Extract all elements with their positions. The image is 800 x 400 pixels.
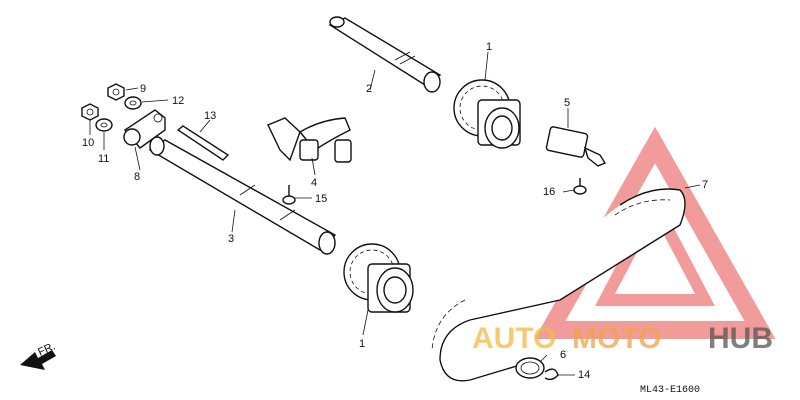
callout-14: 14 [578, 369, 590, 381]
part-9-nut [107, 83, 125, 101]
callout-9: 9 [140, 83, 146, 95]
direction-arrow-icon [20, 350, 56, 370]
diagram-code: ML43-E1600 [640, 385, 700, 396]
callout-4: 4 [311, 177, 317, 189]
callout-16: 16 [543, 186, 555, 198]
watermark-moto: MOTO [572, 322, 661, 355]
part-14-clip [544, 368, 559, 381]
part-5-sensor [545, 126, 607, 167]
callout-7: 7 [702, 179, 708, 191]
callout-11: 11 [98, 153, 109, 165]
part-11-washer [95, 118, 113, 132]
part-12-washer [124, 96, 142, 110]
part-1-sprocket-top [453, 79, 521, 149]
callout-2: 2 [366, 83, 372, 95]
callout-1-top: 1 [486, 41, 492, 53]
part-16-bolt [573, 178, 587, 195]
part-2-shaft [328, 16, 442, 93]
callout-3: 3 [228, 233, 234, 245]
part-15-bolt [282, 185, 296, 205]
callout-13: 13 [204, 110, 216, 122]
callout-5: 5 [564, 97, 570, 109]
leader-lines [89, 51, 701, 376]
part-3-main-shaft [148, 136, 337, 255]
watermark-auto: AUTO [472, 322, 556, 355]
part-6-spring [515, 357, 545, 379]
callout-1-bottom: 1 [359, 338, 365, 350]
watermark-hub: HUB [708, 322, 773, 355]
part-8-arm [123, 109, 166, 149]
callout-15: 15 [315, 193, 327, 205]
part-4-shift-fork [267, 117, 352, 163]
callout-8: 8 [134, 171, 140, 183]
callout-12: 12 [172, 95, 184, 107]
watermark-logo: AUTO MOTO HUB [472, 322, 773, 355]
part-7-chain [431, 188, 686, 382]
part-10-nut [81, 103, 99, 121]
part-1-sprocket-bottom [343, 243, 414, 313]
callout-6: 6 [560, 349, 566, 361]
part-13-bolt [176, 125, 230, 161]
callout-10: 10 [82, 137, 94, 149]
